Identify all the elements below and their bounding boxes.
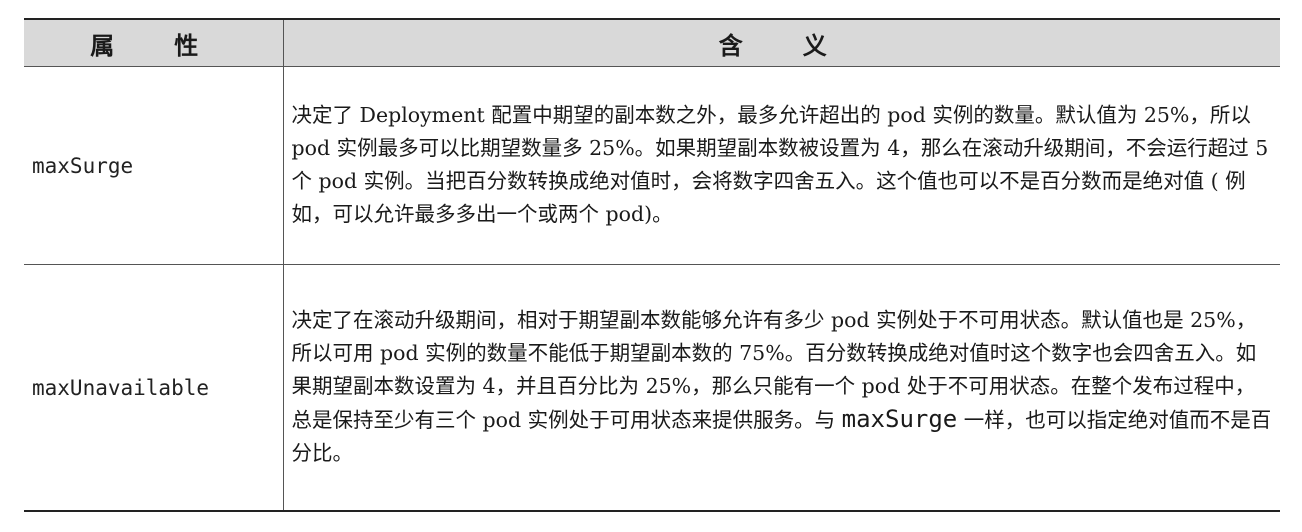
description-cell: 决定了 Deployment 配置中期望的副本数之外，最多允许超出的 pod 实… (283, 66, 1280, 265)
column-header-property: 属 性 (24, 18, 284, 67)
description-text: 一样，也可以指定绝对值而不是百分比。 (291, 408, 1272, 465)
properties-table: 属 性 含 义 maxSurge 决定了 Deployment 配置中期望的副本… (24, 18, 1280, 512)
description-text: 决定了在滚动升级期间，相对于期望副本数能够允许有多少 pod 实例处于不可用状态… (291, 308, 1257, 432)
column-header-meaning: 含 义 (283, 18, 1280, 67)
property-name-cell: maxUnavailable (24, 264, 284, 512)
property-name-cell: maxSurge (24, 66, 284, 265)
inline-code: maxSurge (841, 405, 958, 433)
table-header-row: 属 性 含 义 (24, 18, 1280, 67)
table-row: maxUnavailable 决定了在滚动升级期间，相对于期望副本数能够允许有多… (24, 264, 1280, 512)
description-cell: 决定了在滚动升级期间，相对于期望副本数能够允许有多少 pod 实例处于不可用状态… (283, 264, 1280, 512)
table-row: maxSurge 决定了 Deployment 配置中期望的副本数之外，最多允许… (24, 66, 1280, 265)
